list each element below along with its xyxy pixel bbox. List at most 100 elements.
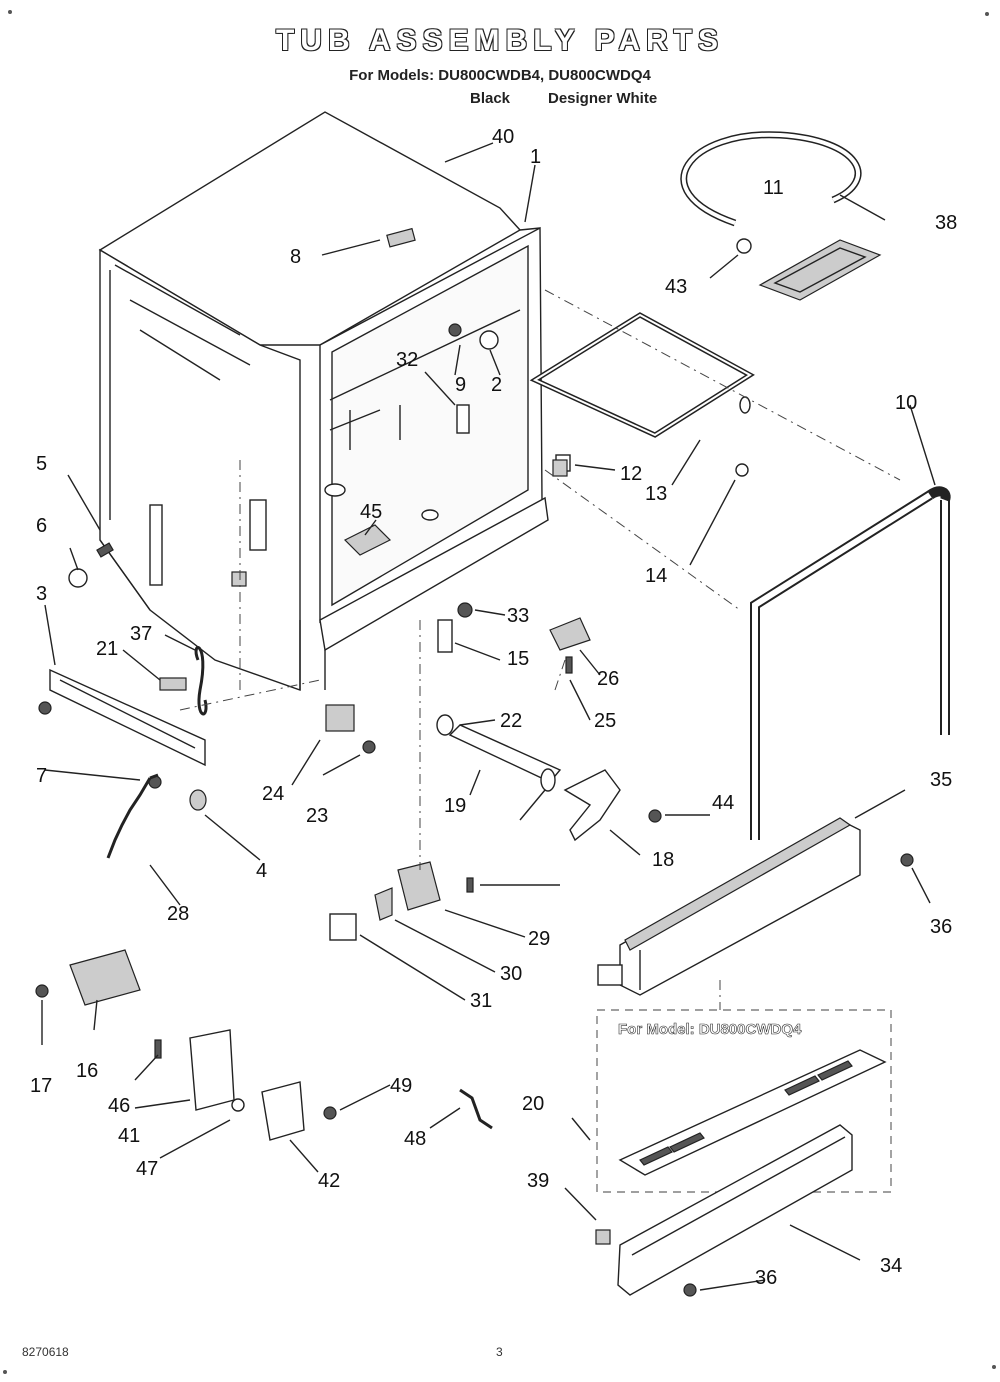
callout-8: 8 bbox=[290, 246, 301, 268]
callout-18: 18 bbox=[652, 849, 674, 871]
part-34 bbox=[617, 1124, 853, 1296]
callout-33: 33 bbox=[507, 605, 529, 627]
callout-26: 26 bbox=[597, 668, 619, 690]
part-24 bbox=[325, 704, 355, 732]
page-title: TUB ASSEMBLY PARTS bbox=[275, 24, 725, 57]
color-designer-white: Designer White bbox=[548, 90, 658, 107]
part-43 bbox=[736, 238, 752, 254]
callout-12: 12 bbox=[620, 463, 642, 485]
part-46 bbox=[154, 1039, 162, 1059]
callout-36b: 36 bbox=[755, 1267, 777, 1289]
drain-hose bbox=[194, 646, 208, 716]
part-35 bbox=[597, 817, 861, 996]
part-36b bbox=[683, 1283, 697, 1297]
callout-39: 39 bbox=[527, 1170, 549, 1192]
callout-46: 46 bbox=[108, 1095, 130, 1117]
callout-22: 22 bbox=[500, 710, 522, 732]
callout-41: 41 bbox=[118, 1125, 140, 1147]
callout-30: 30 bbox=[500, 963, 522, 985]
callout-21: 21 bbox=[96, 638, 118, 660]
rail-part bbox=[38, 542, 207, 811]
callout-44: 44 bbox=[712, 792, 734, 814]
part-19 bbox=[448, 724, 562, 783]
part-39 bbox=[595, 1229, 611, 1245]
part-17 bbox=[35, 984, 49, 998]
part-48 bbox=[459, 1088, 493, 1130]
part-16 bbox=[69, 949, 141, 1006]
part-41 bbox=[189, 1029, 235, 1111]
callout-11: 11 bbox=[763, 177, 784, 199]
callout-15: 15 bbox=[507, 648, 529, 670]
callout-5: 5 bbox=[36, 453, 47, 475]
part-11 bbox=[758, 239, 882, 301]
callout-labels: 40 1 8 9 2 32 45 5 6 3 37 21 7 4 28 24 2… bbox=[30, 126, 957, 1289]
part-22 bbox=[436, 714, 454, 736]
part-30 bbox=[374, 887, 393, 921]
color-black: Black bbox=[470, 90, 511, 107]
callout-2: 2 bbox=[491, 374, 502, 396]
part-31 bbox=[329, 913, 357, 941]
callout-10: 10 bbox=[895, 392, 917, 414]
model-numbers: For Models: DU800CWDB4, DU800CWDQ4 bbox=[349, 67, 651, 84]
callout-32: 32 bbox=[396, 349, 418, 371]
part-29 bbox=[397, 861, 441, 911]
part-13 bbox=[529, 312, 755, 438]
part-18 bbox=[563, 769, 621, 842]
callout-36: 36 bbox=[930, 916, 952, 938]
part-36 bbox=[900, 853, 914, 867]
callout-16: 16 bbox=[76, 1060, 98, 1082]
part-25b bbox=[466, 877, 474, 893]
part-47 bbox=[231, 1098, 245, 1112]
callout-40: 40 bbox=[492, 126, 514, 148]
corner-mark bbox=[985, 12, 989, 16]
part-14 bbox=[735, 463, 749, 477]
part-42 bbox=[261, 1081, 305, 1141]
spring-part bbox=[106, 773, 159, 859]
callout-13: 13 bbox=[645, 483, 667, 505]
part-21 bbox=[159, 677, 187, 691]
callout-9: 9 bbox=[455, 374, 466, 396]
callout-3: 3 bbox=[36, 583, 47, 605]
callout-49: 49 bbox=[390, 1075, 412, 1097]
callout-24: 24 bbox=[262, 783, 284, 805]
corner-mark bbox=[992, 1365, 996, 1369]
callout-35: 35 bbox=[930, 769, 952, 791]
callout-45: 45 bbox=[360, 501, 382, 523]
part-26 bbox=[549, 617, 591, 651]
callout-48: 48 bbox=[404, 1128, 426, 1150]
callout-4: 4 bbox=[256, 860, 267, 882]
callout-38: 38 bbox=[935, 212, 957, 234]
corner-mark bbox=[3, 1370, 7, 1374]
part-44 bbox=[648, 809, 662, 823]
part-25 bbox=[565, 656, 573, 674]
callout-20: 20 bbox=[522, 1093, 544, 1115]
callout-34: 34 bbox=[880, 1255, 902, 1277]
callout-37: 37 bbox=[130, 623, 152, 645]
callout-7: 7 bbox=[36, 765, 47, 787]
part-15 bbox=[437, 619, 453, 653]
callout-19: 19 bbox=[444, 795, 466, 817]
part-12 bbox=[552, 459, 568, 477]
callout-28: 28 bbox=[167, 903, 189, 925]
callout-43: 43 bbox=[665, 276, 687, 298]
footer-code: 8270618 bbox=[22, 1345, 69, 1359]
part-23 bbox=[362, 740, 376, 754]
callout-17: 17 bbox=[30, 1075, 52, 1097]
callout-6: 6 bbox=[36, 515, 47, 537]
tub-assembly bbox=[98, 111, 571, 691]
part-49 bbox=[323, 1106, 337, 1120]
callout-14: 14 bbox=[645, 565, 667, 587]
model-note: For Model: DU800CWDQ4 bbox=[618, 1021, 802, 1038]
part-20 bbox=[618, 1049, 887, 1176]
leader-lines bbox=[41, 142, 936, 1291]
callout-23: 23 bbox=[306, 805, 328, 827]
callout-47: 47 bbox=[136, 1158, 158, 1180]
callout-25: 25 bbox=[594, 710, 616, 732]
callout-1: 1 bbox=[530, 146, 541, 168]
corner-mark bbox=[8, 10, 12, 14]
part-33 bbox=[457, 602, 473, 618]
page-number: 3 bbox=[496, 1345, 503, 1359]
callout-29: 29 bbox=[528, 928, 550, 950]
callout-31: 31 bbox=[470, 990, 492, 1012]
